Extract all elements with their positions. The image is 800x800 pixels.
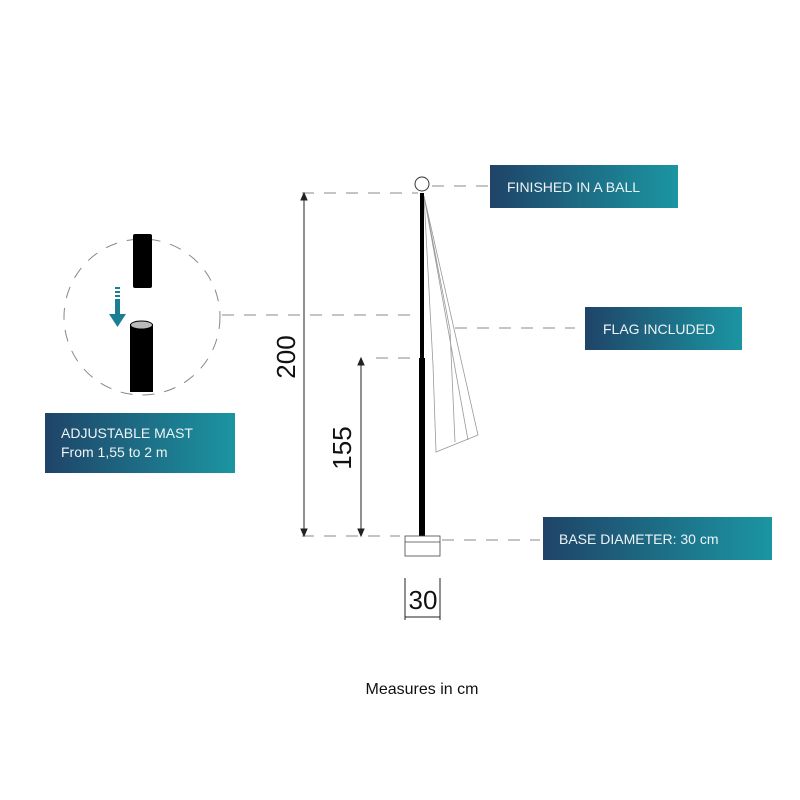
- dimension-200: 200: [271, 335, 301, 379]
- dimension-lines: [300, 191, 441, 620]
- mast-lower: [419, 358, 425, 536]
- upper-tube: [133, 234, 152, 288]
- callout-flag: FLAG INCLUDED: [585, 307, 742, 350]
- dimension-30: 30: [408, 585, 438, 615]
- detail-circle: [63, 238, 221, 396]
- callout-ball-text: FINISHED IN A BALL: [507, 178, 641, 195]
- base: [404, 535, 441, 557]
- ball-finial: [414, 176, 430, 192]
- lower-tube-top: [130, 320, 153, 330]
- mast-upper: [420, 193, 424, 359]
- callout-base-text: BASE DIAMETER: 30 cm: [559, 530, 719, 547]
- callout-base: BASE DIAMETER: 30 cm: [543, 517, 772, 560]
- callout-mast-title: ADJUSTABLE MAST: [61, 425, 193, 441]
- arrow-down-icon: [109, 287, 126, 327]
- callout-ball: FINISHED IN A BALL: [490, 165, 678, 208]
- guide-lines: [63, 185, 575, 541]
- mast-detail: [109, 234, 153, 392]
- lower-tube: [130, 324, 153, 392]
- callout-flag-text: FLAG INCLUDED: [603, 320, 716, 337]
- callout-mast-range: From 1,55 to 2 m: [61, 444, 168, 460]
- callout-mast: ADJUSTABLE MAST From 1,55 to 2 m: [45, 413, 235, 473]
- measures-note: Measures in cm: [365, 681, 479, 698]
- dimension-155: 155: [327, 426, 357, 470]
- flag: [423, 195, 479, 453]
